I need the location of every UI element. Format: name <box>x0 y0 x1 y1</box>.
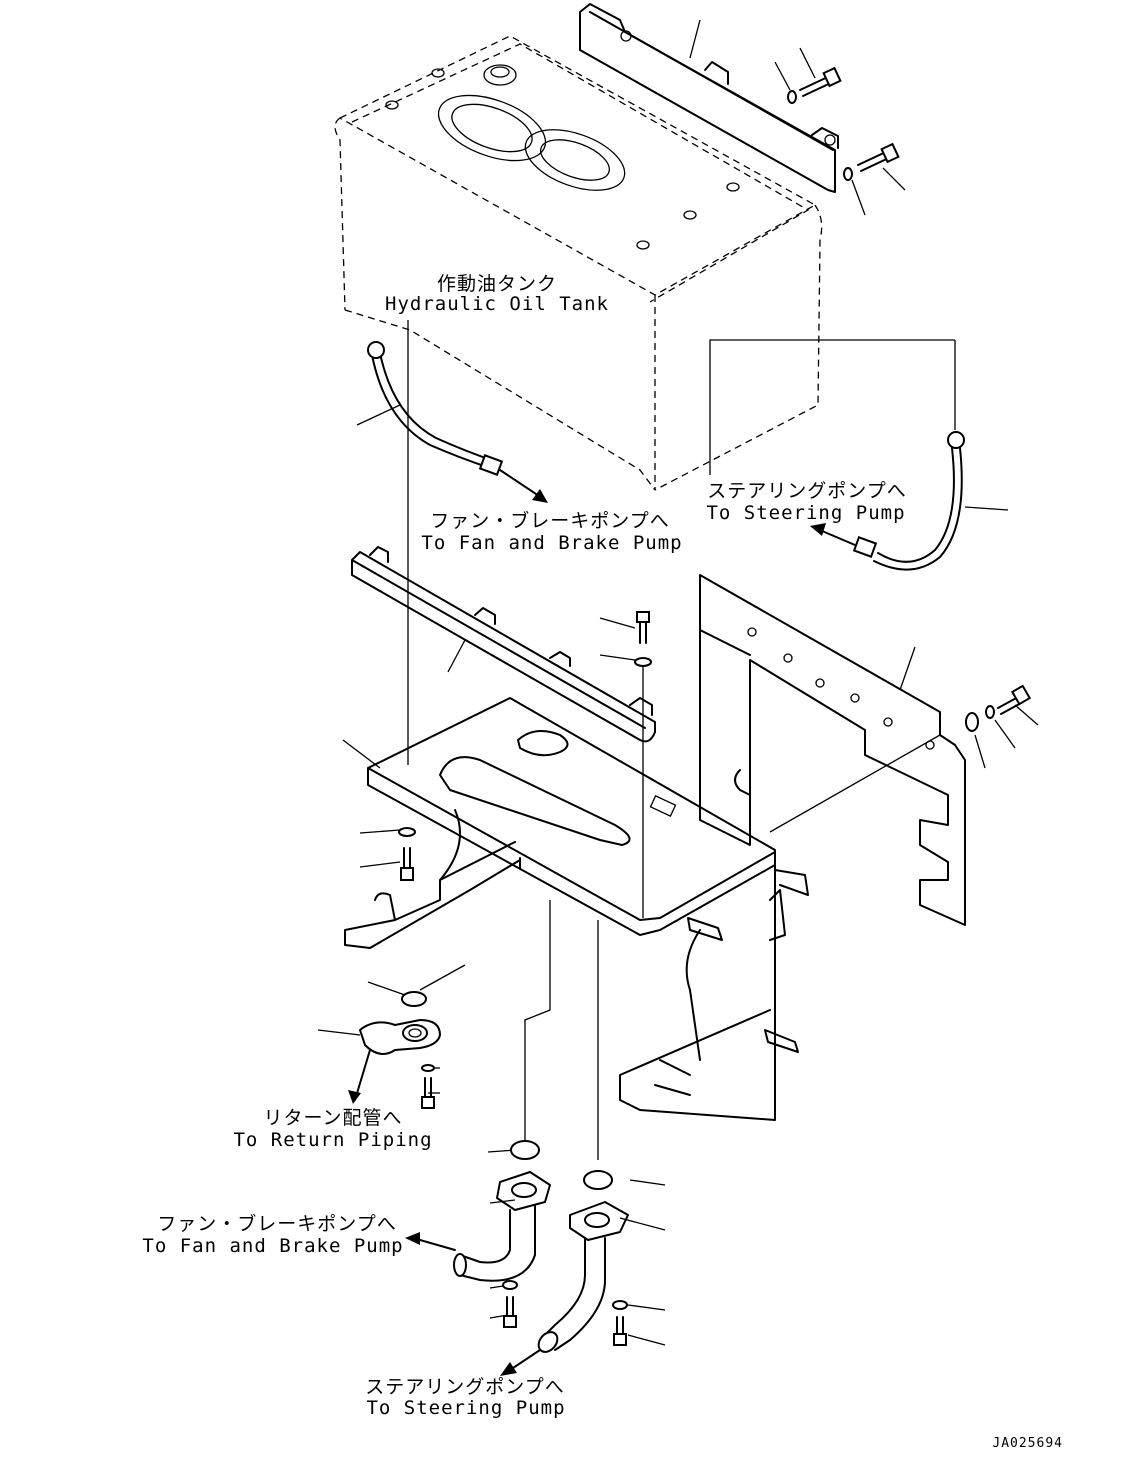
steering-label-jp-1: ステアリングポンプへ <box>707 480 906 502</box>
lower-fitting-steering <box>500 1170 629 1376</box>
fan-brake-label-jp-1: ファン・ブレーキポンプへ <box>430 509 669 532</box>
hose-fan-brake-upper <box>367 341 548 503</box>
hydraulic-oil-tank <box>334 35 823 491</box>
hose-steering-upper <box>810 431 965 571</box>
return-label-en: To Return Piping <box>233 1129 432 1151</box>
tank-label-en: Hydraulic Oil Tank <box>385 293 609 315</box>
main-frame <box>344 697 809 1121</box>
steering-label-en-2: To Steering Pump <box>366 1397 565 1419</box>
side-plate <box>699 574 1032 926</box>
frame-bolt-top <box>634 611 652 667</box>
fan-brake-label-jp-2: ファン・ブレーキポンプへ <box>157 1212 396 1235</box>
steering-label-jp-2: ステアリングポンプへ <box>365 1376 564 1398</box>
return-label-jp: リターン配管へ <box>263 1107 402 1129</box>
centre-lines <box>407 320 956 1160</box>
fan-brake-label-en-2: To Fan and Brake Pump <box>142 1235 403 1257</box>
upper-mounting-bracket <box>579 3 900 193</box>
drawing-code: JA025694 <box>992 1436 1063 1451</box>
tank-label-jp: 作動油タンク <box>437 273 557 295</box>
frame-bolts-left <box>398 827 416 881</box>
leader-lines <box>317 19 1039 1346</box>
return-elbow <box>348 991 441 1109</box>
fan-brake-label-en-1: To Fan and Brake Pump <box>421 532 682 554</box>
lower-fitting-fan-brake <box>405 1140 551 1328</box>
steering-label-en-1: To Steering Pump <box>706 502 905 524</box>
cross-beam <box>351 546 656 743</box>
